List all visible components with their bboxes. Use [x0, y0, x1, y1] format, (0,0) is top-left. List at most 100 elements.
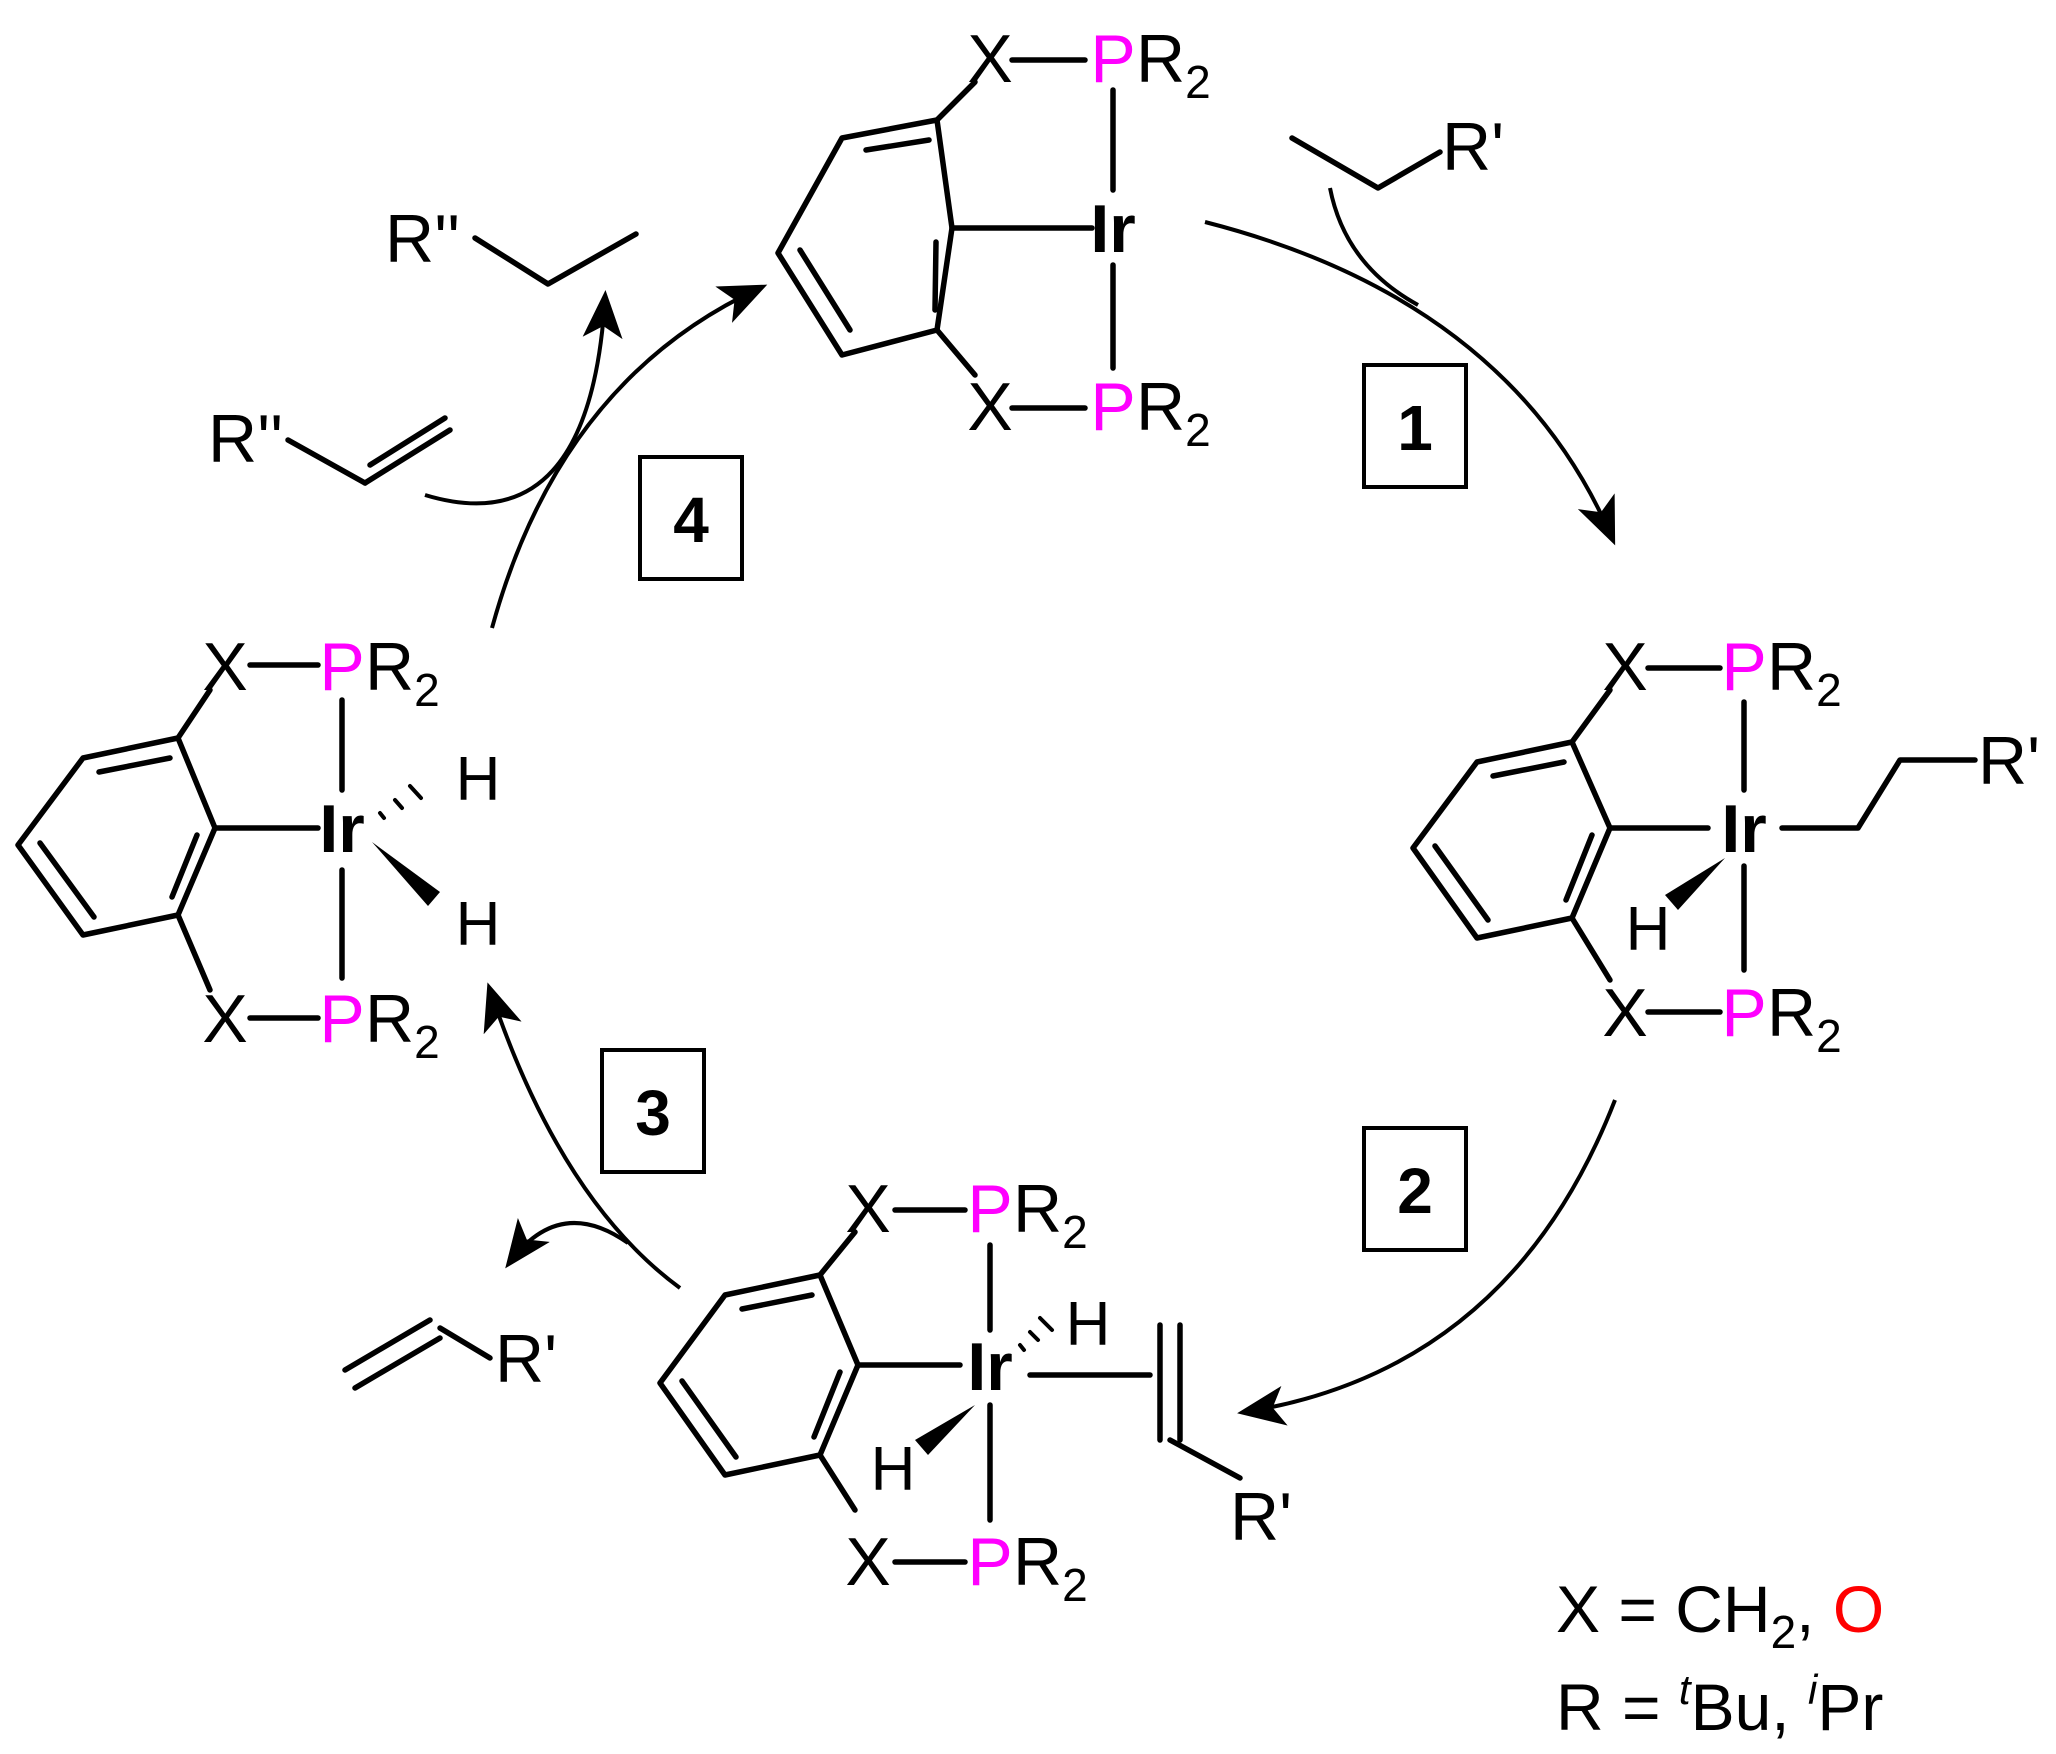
bottom-r2-upper-sub: 2: [1062, 1206, 1088, 1258]
left-r2-lower: R2: [365, 981, 440, 1068]
step-box-4: 4: [638, 455, 744, 581]
step-label-4: 4: [673, 484, 709, 556]
top-r2-upper-sub: 2: [1185, 56, 1211, 108]
right-r2-lower-r: R: [1767, 975, 1816, 1051]
alkene-r2p-label: R'': [208, 401, 283, 477]
bottom-x-upper: X: [845, 1171, 890, 1247]
right-hydride-wedge: [1665, 858, 1725, 910]
legend-line-r: R = tBu, iPr: [1556, 1666, 1883, 1744]
top-r2-upper-r: R: [1136, 21, 1185, 97]
top-p-lower: P: [1090, 369, 1135, 445]
right-p-upper: P: [1721, 629, 1766, 705]
step-box-1: 1: [1362, 363, 1468, 489]
right-r2-upper: R2: [1767, 629, 1842, 716]
left-r2-upper-r: R: [365, 629, 414, 705]
bottom-ir-label: Ir: [967, 1329, 1012, 1405]
bottom-r-prime: R': [1230, 1479, 1292, 1555]
bottom-r2-lower: R2: [1013, 1524, 1088, 1611]
substrate-alkane-r-prime: R': [1289, 109, 1504, 191]
arrow-step-4: [490, 284, 768, 629]
left-r2-lower-sub: 2: [414, 1016, 440, 1068]
bottom-p-upper: P: [967, 1171, 1012, 1247]
bottom-ch-x-bond-upper: [817, 1229, 858, 1278]
arrow-step-3-alkene-release: [505, 1217, 630, 1269]
arrow-step-4-hydrogenation: [424, 290, 623, 506]
arrow-step-1-alkane-entry: [1328, 187, 1419, 307]
legend-r-ipr-sup: i: [1808, 1666, 1819, 1713]
top-p-upper: P: [1090, 21, 1135, 97]
alkane-r-prime-label: R': [1442, 109, 1504, 185]
top-ir-label: Ir: [1090, 191, 1135, 267]
legend-r-tbu: Bu,: [1691, 1670, 1808, 1744]
right-p-lower: P: [1721, 975, 1766, 1051]
top-ring-inner-bond-1: [863, 137, 932, 153]
top-ch-x-bond-upper: [934, 79, 978, 123]
top-x-upper: X: [967, 21, 1012, 97]
legend-r-ipr: Pr: [1817, 1670, 1883, 1744]
right-r2-lower-sub: 2: [1816, 1010, 1842, 1062]
bottom-r2-lower-sub: 2: [1062, 1559, 1088, 1611]
left-ch-x-bond-upper: [175, 687, 213, 741]
bottom-olefin-r-bond: [1167, 1437, 1243, 1481]
alkene-r-prime-r-bond: [437, 1325, 493, 1361]
right-ir-label: Ir: [1721, 791, 1766, 867]
alkene-r-prime-cc-bond-a: [342, 1317, 433, 1373]
bottom-r2-lower-r: R: [1013, 1524, 1062, 1600]
left-r2-upper-sub: 2: [414, 664, 440, 716]
right-r2-lower: R2: [1767, 975, 1842, 1062]
alkane-r2p-label: R'': [385, 201, 460, 277]
bottom-ring-inner-bond-3: [811, 1369, 843, 1440]
legend: X = CH2, O R = tBu, iPr: [1556, 1572, 1884, 1744]
right-x-lower: X: [1602, 975, 1647, 1051]
right-ring-inner-bond-2: [1432, 843, 1491, 923]
top-benzene-ring: [775, 117, 955, 358]
top-ring-inner-bond-2: [797, 247, 853, 333]
bottom-hydride-upper-label: H: [1066, 1290, 1111, 1359]
complex-bottom-olefin-dihydride: X P R2 Ir H H R' X P R2: [657, 1171, 1292, 1611]
complex-left-dihydride: X P R2 Ir H H X P R2: [15, 629, 501, 1068]
left-r2-upper: R2: [365, 629, 440, 716]
bottom-r2-upper-r: R: [1013, 1171, 1062, 1247]
bottom-ch-x-bond-lower: [817, 1452, 858, 1513]
right-ch-x-bond-lower: [1569, 915, 1613, 983]
right-r2-upper-r: R: [1767, 629, 1816, 705]
alkene-r2p-r-bond: [285, 437, 368, 486]
bottom-x-lower: X: [845, 1524, 890, 1600]
left-ch-x-bond-lower: [175, 912, 213, 993]
right-ring-inner-bond-3: [1563, 832, 1595, 903]
left-x-upper: X: [202, 629, 247, 705]
step-label-1: 1: [1397, 392, 1433, 464]
alkene-r-prime-label: R': [495, 1321, 557, 1397]
alkene-r-prime-cc-bond-b: [352, 1335, 443, 1391]
product-alkane-r-double-prime: R'': [385, 201, 639, 287]
legend-x-prefix: X = CH: [1556, 1572, 1771, 1646]
left-ring-inner-bond-3: [169, 832, 200, 900]
left-ring-inner-bond-2: [37, 840, 97, 920]
left-hydride-lower-label: H: [456, 890, 501, 959]
bottom-p-lower: P: [967, 1524, 1012, 1600]
substrate-alkene-r-double-prime: R'': [208, 401, 453, 486]
step-box-1-frame: [1362, 363, 1468, 489]
product-alkene-r-prime: R': [342, 1317, 557, 1397]
left-hydride-wedge-lower: [372, 842, 440, 906]
bottom-hydride-lower-label: H: [871, 1435, 916, 1504]
bottom-ring-inner-bond-1: [739, 1292, 815, 1312]
top-r2-lower-sub: 2: [1185, 404, 1211, 456]
legend-r-tbu-sup: t: [1679, 1666, 1693, 1713]
right-hydride-label: H: [1626, 895, 1671, 964]
alkane-r-prime-chain: [1289, 135, 1443, 191]
legend-x-separator: ,: [1796, 1572, 1833, 1646]
left-p-upper: P: [319, 629, 364, 705]
step-label-2: 2: [1397, 1155, 1433, 1227]
top-ch-x-bond-lower: [934, 327, 978, 378]
right-ch-x-bond-upper: [1569, 687, 1613, 745]
left-ring-inner-bond-1: [96, 755, 173, 775]
bottom-hydride-hash-upper: [1018, 1316, 1054, 1352]
top-r2-lower-r: R: [1136, 369, 1185, 445]
arrow-step-3: [483, 982, 682, 1290]
bottom-r2-upper: R2: [1013, 1171, 1088, 1258]
step-box-2: 2: [1362, 1126, 1468, 1252]
step-box-2-frame: [1362, 1126, 1468, 1252]
legend-x-oxygen: O: [1833, 1572, 1884, 1646]
